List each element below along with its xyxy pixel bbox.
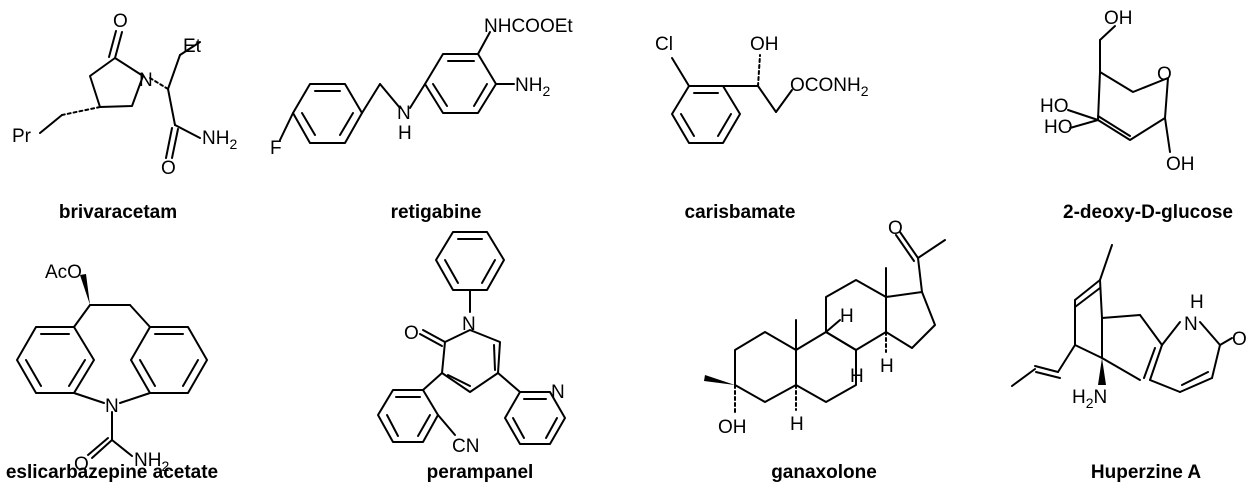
eslicarbazepine-structure	[16, 274, 208, 459]
eslicarbazepine-n-label: N	[105, 396, 119, 417]
huperzine-structure	[1011, 244, 1233, 393]
ganaxolone-structure	[704, 231, 946, 416]
retigabine-carbamate-label: NHCOOEt	[484, 16, 573, 37]
huperzine-o-label: O	[1232, 329, 1246, 350]
eslicarbazepine-o-label: O	[74, 454, 89, 475]
perampanel-caption: perampanel	[427, 462, 534, 483]
deoxyglucose-caption: 2-deoxy-D-glucose	[1063, 202, 1233, 223]
perampanel-n1-label: N	[462, 314, 476, 335]
brivaracetam-o-label: O	[113, 11, 128, 32]
perampanel-o-label: O	[404, 323, 419, 344]
huperzine-n-label: N	[1184, 314, 1198, 335]
ganaxolone-h2-label: H	[850, 366, 864, 387]
deoxyglucose-structure	[1067, 25, 1171, 153]
retigabine-nh2-label: NH2	[515, 75, 550, 99]
deoxyglucose-oh-top-label: OH	[1104, 8, 1133, 29]
carisbamate-carbamate-label: OCONH2	[790, 75, 869, 99]
brivaracetam-et-label: Et	[183, 36, 202, 57]
eslicarbazepine-aco-label: AcO	[45, 262, 82, 283]
retigabine-n-label: N	[397, 103, 411, 124]
retigabine-caption: retigabine	[391, 202, 482, 223]
eslicarbazepine-nh2-label: NH2	[134, 450, 169, 474]
deoxyglucose-ring-o-label: O	[1157, 64, 1172, 85]
carisbamate-structure	[671, 54, 793, 144]
ganaxolone-h4-label: H	[840, 306, 854, 327]
carisbamate-oh-label: OH	[750, 34, 779, 55]
retigabine-f-label: F	[270, 138, 282, 159]
huperzine-caption: Huperzine A	[1091, 462, 1201, 483]
brivaracetam-n-label: N	[139, 70, 153, 91]
brivaracetam-structure	[39, 30, 201, 159]
perampanel-n2-label: N	[551, 382, 565, 403]
carisbamate-caption: carisbamate	[685, 202, 796, 223]
deoxyglucose-ho2-label: HO	[1044, 117, 1073, 138]
brivaracetam-o2-label: O	[161, 158, 176, 179]
ganaxolone-o-label: O	[888, 218, 903, 239]
perampanel-cn-label: CN	[452, 436, 479, 457]
deoxyglucose-oh-bottom-label: OH	[1166, 154, 1195, 175]
ganaxolone-h3-label: H	[880, 356, 894, 377]
retigabine-structure	[279, 31, 515, 144]
huperzine-nh2-label: H2N	[1072, 387, 1107, 411]
brivaracetam-nh2-label: NH2	[202, 128, 237, 152]
eslicarbazepine-caption: eslicarbazepine acetate	[6, 462, 218, 483]
ganaxolone-oh-label: OH	[718, 417, 747, 438]
perampanel-structure	[377, 231, 566, 445]
retigabine-h-label: H	[398, 123, 412, 144]
huperzine-h-label: H	[1190, 292, 1204, 313]
carisbamate-cl-label: Cl	[655, 34, 673, 55]
brivaracetam-pr-label: Pr	[12, 126, 32, 147]
ganaxolone-h1-label: H	[790, 414, 804, 435]
deoxyglucose-ho1-label: HO	[1040, 96, 1069, 117]
brivaracetam-caption: brivaracetam	[59, 202, 177, 223]
ganaxolone-caption: ganaxolone	[771, 462, 877, 483]
